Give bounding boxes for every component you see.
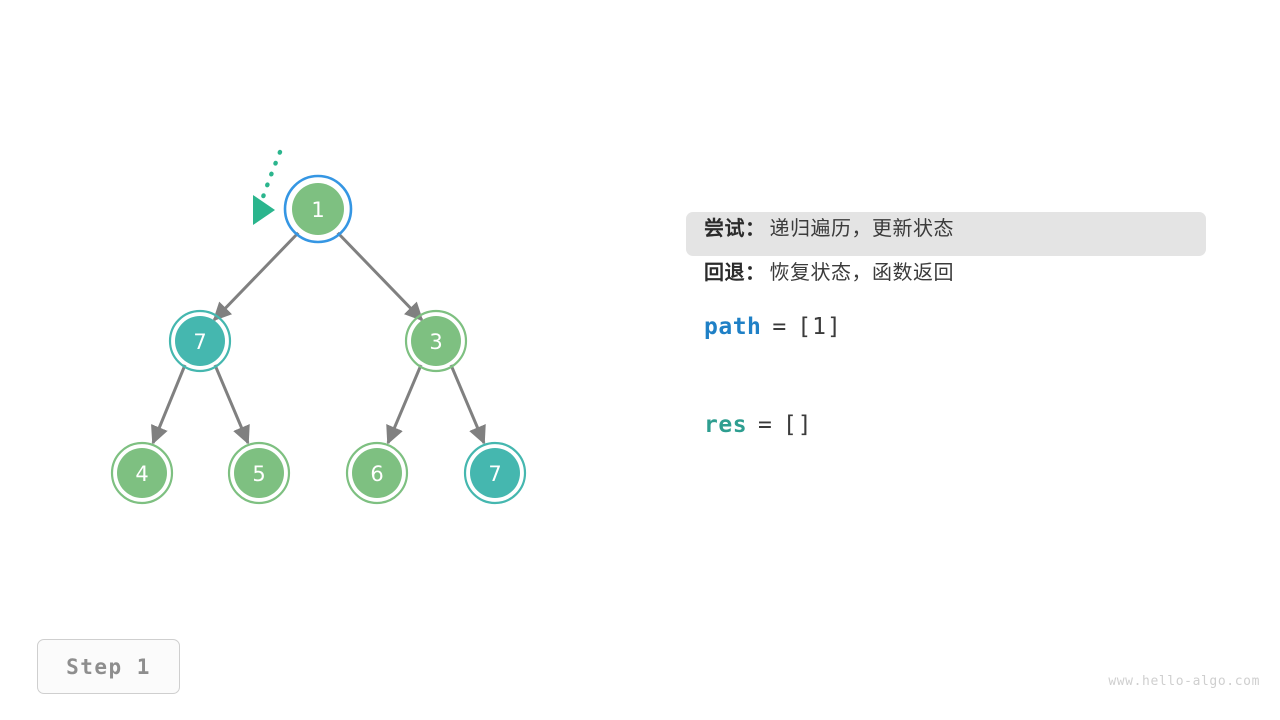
node-outer-ring	[404, 309, 468, 373]
node-outer-ring	[463, 441, 527, 505]
variable-path: path = [1]	[686, 314, 1206, 340]
edge-root-to-left	[212, 229, 302, 322]
node-value-label: 4	[135, 462, 148, 486]
node-circle	[411, 316, 461, 366]
step-badge: Step 1	[37, 639, 180, 694]
node-highlight-ring	[283, 174, 353, 244]
node-circle	[234, 448, 284, 498]
tree-svg: 1 7 3 4	[110, 149, 527, 505]
node-circle	[117, 448, 167, 498]
node-value-label: 7	[193, 330, 206, 354]
node-outer-ring	[227, 441, 291, 505]
variable-path-name: path	[704, 314, 762, 340]
tree-node-leaf-5[interactable]: 5	[227, 441, 291, 505]
node-value-label: 3	[429, 330, 442, 354]
state-info-panel: 尝试： 递归遍历，更新状态 回退： 恢复状态，函数返回 path = [1] r…	[686, 212, 1206, 438]
node-value-label: 6	[370, 462, 383, 486]
edge-left-to-leftright	[213, 364, 250, 445]
node-circle	[470, 448, 520, 498]
node-circle	[292, 183, 344, 235]
tree-node-left[interactable]: 7	[168, 309, 232, 373]
cursor-arrow-icon	[253, 195, 275, 225]
edge-root-to-right	[334, 229, 424, 322]
node-circle	[175, 316, 225, 366]
variable-res: res = []	[686, 412, 1206, 438]
step-badge-label: Step 1	[66, 654, 151, 679]
node-value-label: 1	[311, 198, 324, 222]
tree-node-right[interactable]: 3	[404, 309, 468, 373]
tree-edges	[151, 229, 486, 445]
tree-node-root[interactable]: 1	[283, 174, 353, 244]
variable-res-equals: =	[758, 412, 772, 438]
cursor-pointer	[253, 149, 283, 225]
node-outer-ring	[287, 178, 349, 240]
node-value-label: 5	[252, 462, 265, 486]
variable-res-value: []	[782, 412, 813, 438]
info-row-try-value: 递归遍历，更新状态	[769, 216, 954, 240]
variable-path-value: [1]	[797, 314, 842, 340]
info-row-backtrack-key: 回退：	[704, 260, 766, 284]
variable-res-name: res	[704, 412, 748, 438]
info-row-backtrack-value: 恢复状态，函数返回	[769, 260, 954, 284]
tree-node-leaf-6[interactable]: 6	[345, 441, 409, 505]
node-outer-ring	[168, 309, 232, 373]
binary-tree-diagram: 1 7 3 4	[110, 149, 527, 505]
info-row-try-key: 尝试：	[704, 216, 766, 240]
edge-right-to-rightright	[449, 364, 486, 445]
node-circle	[352, 448, 402, 498]
edge-right-to-rightleft	[386, 364, 423, 445]
info-row-try: 尝试： 递归遍历，更新状态	[686, 212, 1206, 256]
edge-left-to-leftleft	[151, 364, 187, 445]
cursor-dotted-path	[258, 149, 283, 206]
node-value-label: 7	[488, 462, 501, 486]
info-row-backtrack: 回退： 恢复状态，函数返回	[686, 256, 1206, 300]
site-watermark: www.hello-algo.com	[1108, 674, 1260, 689]
variable-path-equals: =	[772, 314, 787, 340]
tree-node-leaf-4[interactable]: 4	[110, 441, 174, 505]
tree-nodes: 1 7 3 4	[110, 174, 527, 505]
tree-node-leaf-7[interactable]: 7	[463, 441, 527, 505]
node-outer-ring	[345, 441, 409, 505]
node-outer-ring	[110, 441, 174, 505]
